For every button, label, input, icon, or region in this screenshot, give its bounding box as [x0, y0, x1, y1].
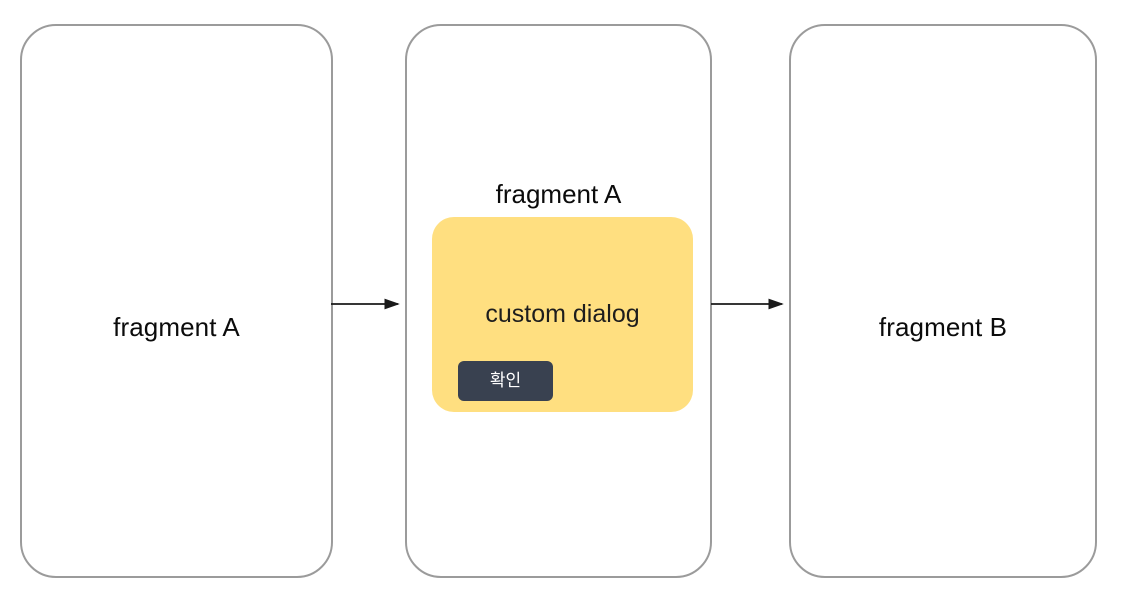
card-label-fragment-b: fragment B — [878, 312, 1008, 342]
custom-dialog: custom dialog 확인 — [432, 217, 693, 412]
card-label-fragment-a-dialog: fragment A — [495, 179, 622, 209]
card-fragment-a-start: fragment A — [20, 24, 333, 578]
dialog-confirm-button[interactable]: 확인 — [458, 361, 553, 401]
card-label-fragment-a-start: fragment A — [113, 312, 240, 342]
card-fragment-a-with-dialog: fragment A custom dialog 확인 — [405, 24, 712, 578]
arrow-fragment-a-to-dialog — [331, 298, 400, 310]
custom-dialog-title: custom dialog — [485, 300, 640, 328]
arrow-dialog-to-fragment-b — [711, 298, 784, 310]
card-fragment-b: fragment B — [789, 24, 1097, 578]
